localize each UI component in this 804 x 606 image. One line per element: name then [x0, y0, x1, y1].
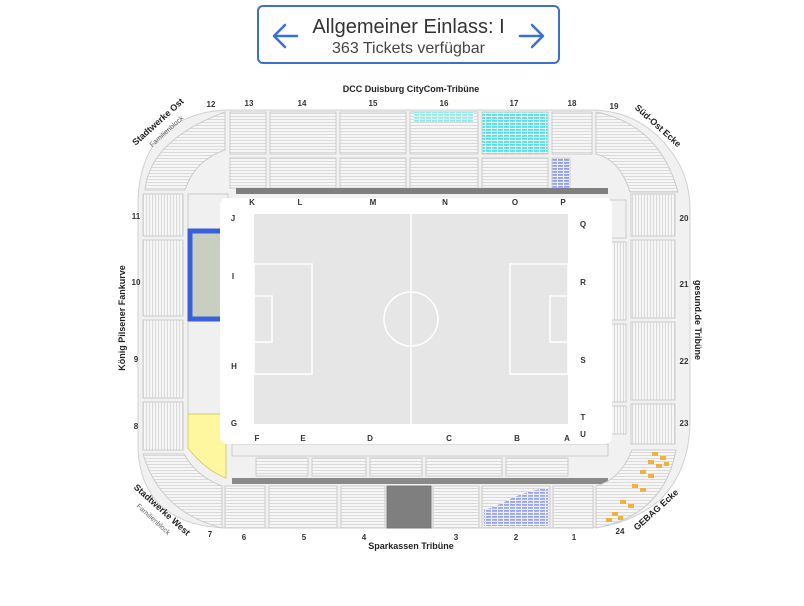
nw-corner-blocks [144, 111, 226, 191]
stand-label-west: König Pilsener Fankurve [117, 265, 127, 371]
gate-letter: D [367, 434, 373, 443]
arrow-right-icon[interactable] [514, 19, 548, 53]
block-number: 22 [680, 357, 689, 366]
block-number: 14 [298, 99, 307, 108]
gate-letter: U [580, 430, 586, 439]
block-number: 8 [134, 422, 139, 431]
gate-letter: P [560, 198, 566, 207]
block-number: 2 [514, 533, 519, 542]
stand-label-east: gesund.de Tribüne [693, 280, 703, 360]
block-number: 19 [610, 102, 619, 111]
block-number: 11 [132, 212, 141, 221]
gate-letter: E [300, 434, 306, 443]
block-number: 12 [207, 100, 216, 109]
stand-label-south: Sparkassen Tribüne [368, 541, 454, 551]
block-number: 18 [568, 99, 577, 108]
block-number: 10 [132, 278, 141, 287]
gate-letter: Q [580, 220, 586, 229]
gate-letters: K L M N O P Q R S T U A B C D E F G H I … [231, 198, 587, 443]
block-number: 17 [510, 99, 519, 108]
block-number: 21 [680, 280, 689, 289]
gate-letter: I [232, 272, 234, 281]
north-lower-blocks [229, 157, 608, 194]
block-number: 5 [302, 533, 307, 542]
entrance-selector: Allgemeiner Einlass: I 363 Tickets verfü… [257, 5, 560, 64]
gate-letter: N [442, 198, 448, 207]
south-blocks [224, 443, 609, 529]
se-corner-seats [606, 452, 669, 522]
gate-letter: M [370, 198, 377, 207]
stand-label-north: DCC Duisburg CityCom-Tribüne [343, 84, 480, 94]
block-number: 23 [680, 419, 689, 428]
gate-letter: B [514, 434, 520, 443]
gate-letter: K [249, 198, 255, 207]
gate-letter: C [446, 434, 452, 443]
gate-letter: L [298, 198, 303, 207]
arrow-left-icon[interactable] [269, 19, 303, 53]
pitch [253, 214, 569, 424]
block-numbers: 12 13 14 15 16 17 18 19 20 21 22 23 24 1… [132, 99, 689, 542]
gate-letter: T [581, 413, 586, 422]
block-number: 15 [369, 99, 378, 108]
gate-letter: A [564, 434, 570, 443]
entrance-title: Allgemeiner Einlass: I [312, 16, 505, 38]
north-upper-blocks [229, 111, 593, 155]
gate-letter: S [580, 356, 586, 365]
block-number: 13 [245, 99, 254, 108]
block-number: 6 [242, 533, 247, 542]
block-number: 4 [362, 533, 367, 542]
gate-letter: G [231, 419, 237, 428]
block-number: 7 [208, 530, 213, 539]
block-number: 3 [454, 533, 459, 542]
gate-letter: F [255, 434, 260, 443]
block-number: 20 [680, 214, 689, 223]
sw-corner-blocks [142, 453, 223, 529]
se-corner-blocks [595, 449, 677, 529]
gate-letter: O [512, 198, 518, 207]
gate-letter: R [580, 278, 586, 287]
gate-letter: J [231, 214, 235, 223]
block-number: 9 [134, 355, 139, 364]
block-number: 16 [440, 99, 449, 108]
block-number: 1 [572, 533, 577, 542]
ticket-count: 363 Tickets verfügbar [332, 40, 485, 57]
ne-corner-blocks [595, 111, 679, 193]
highlighted-block-g[interactable] [187, 413, 227, 479]
gate-letter: H [231, 362, 237, 371]
block-number: 24 [616, 527, 625, 536]
